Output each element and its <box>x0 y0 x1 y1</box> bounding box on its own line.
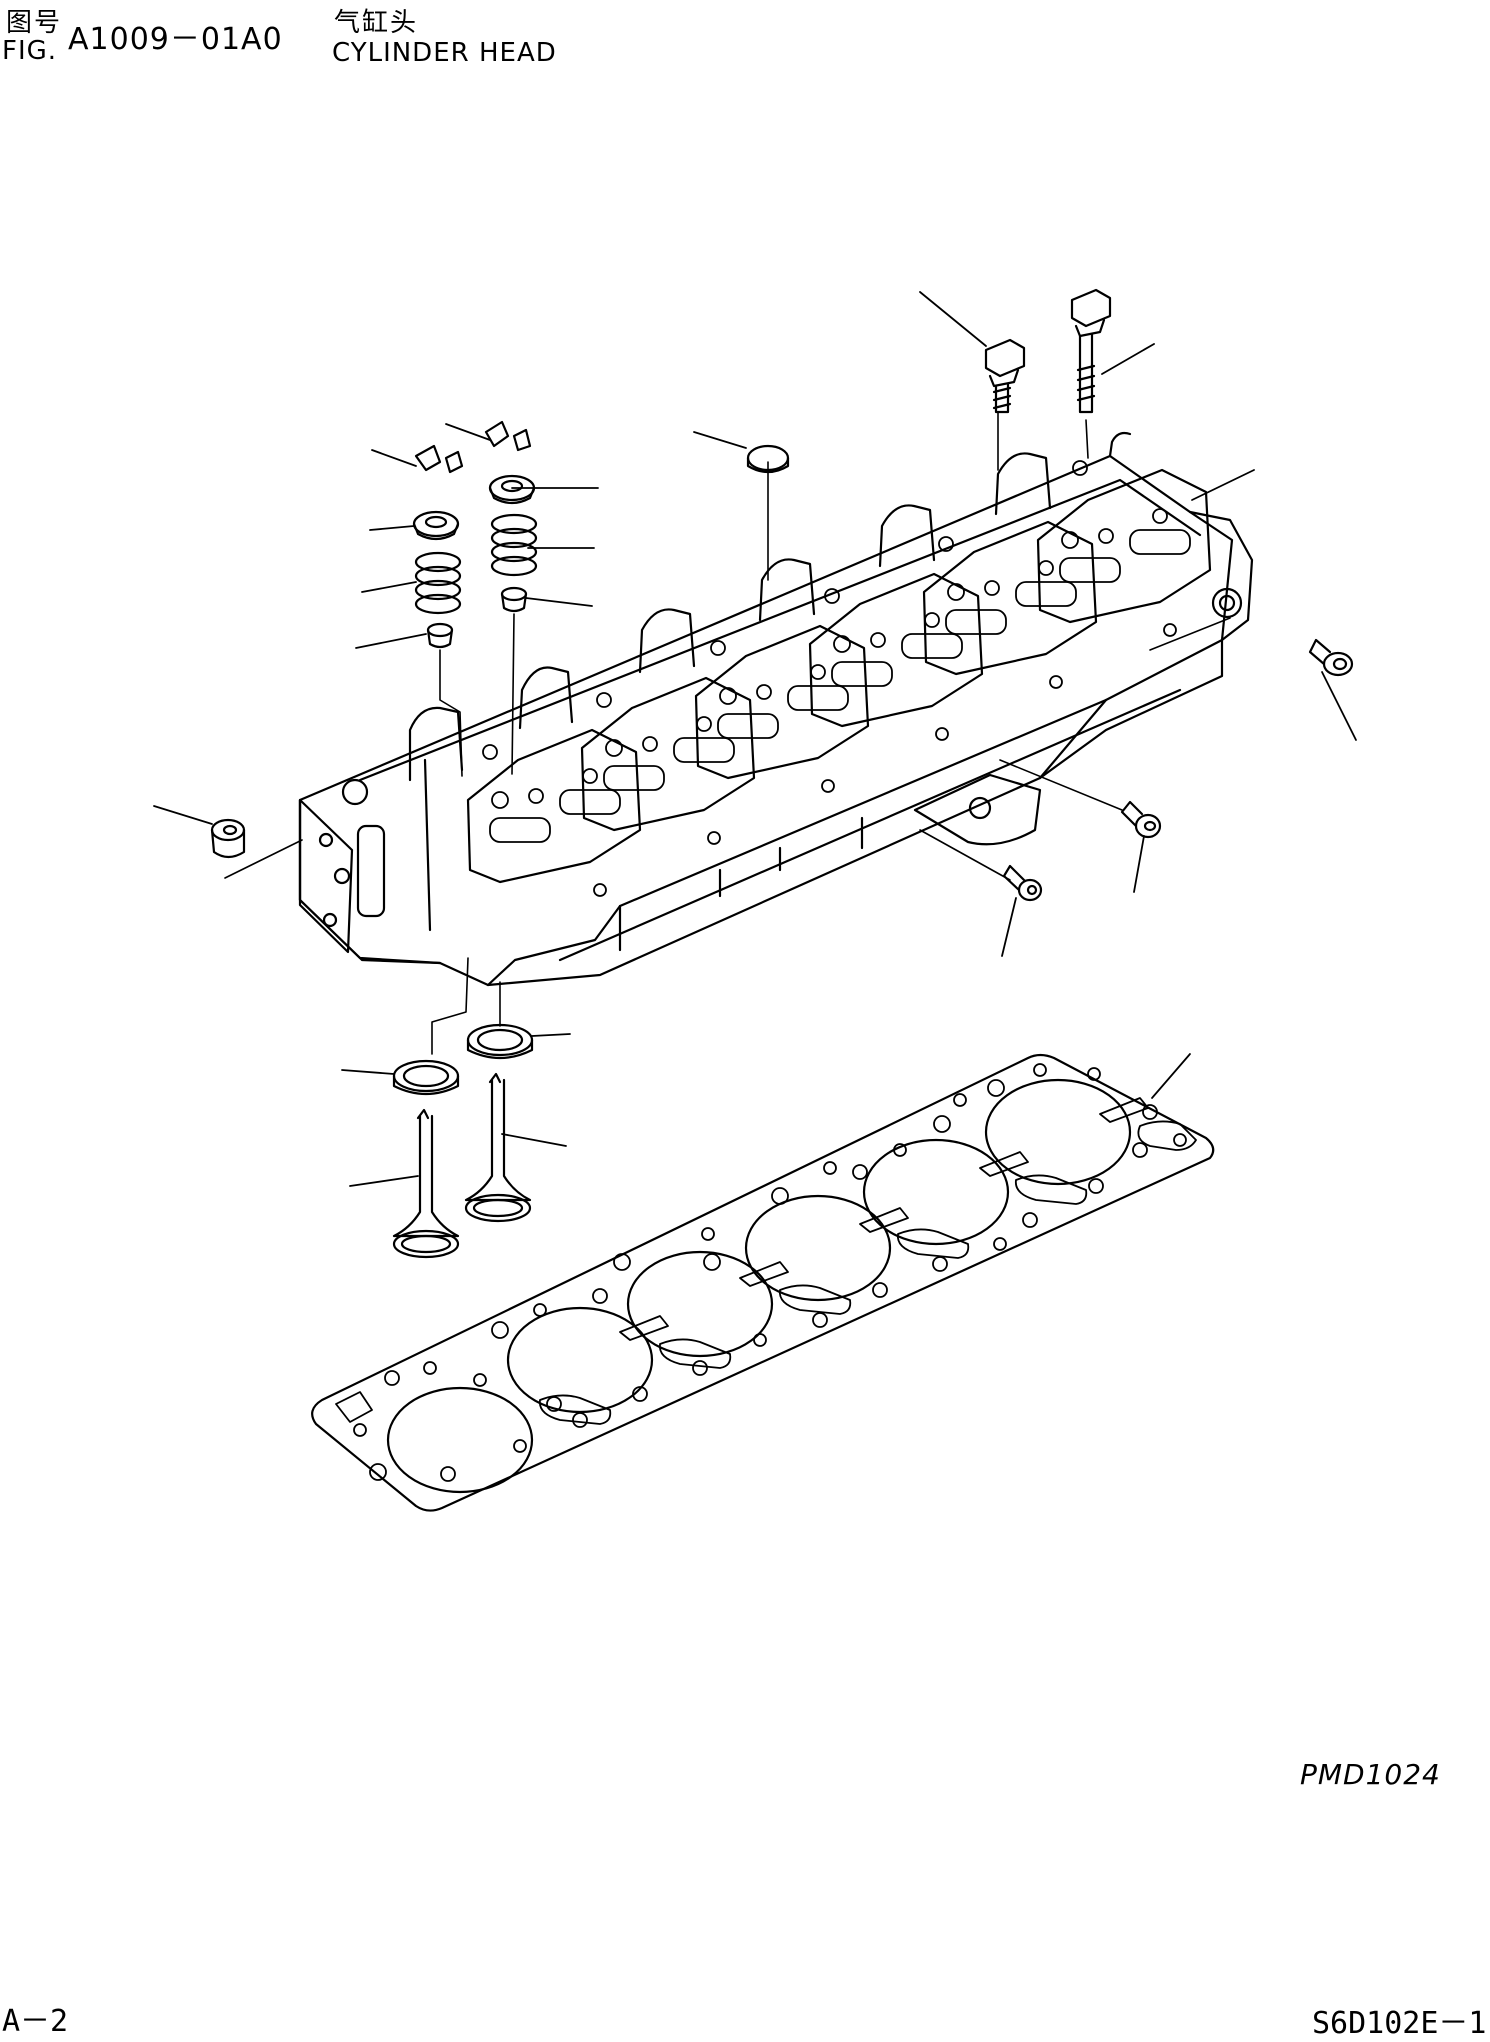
dowel-ring <box>748 446 788 472</box>
cylinder-head-bolts <box>986 290 1110 412</box>
title-cn: 气缸头 <box>334 8 419 38</box>
valve-seat-inserts <box>394 1025 532 1094</box>
title-en: CYLINDER HEAD <box>332 38 557 68</box>
valve-chambers <box>468 461 1210 896</box>
valve-cotters <box>416 422 530 472</box>
cylinder-head-gasket <box>312 1055 1213 1511</box>
assembly-guide-lines <box>225 412 1230 1054</box>
valve-stem-seals <box>428 588 526 647</box>
expansion-plugs <box>212 640 1352 900</box>
fig-number: A1009－01A0 <box>68 22 283 57</box>
fig-label-cn: 图号 <box>6 8 63 38</box>
cylinder-head-block <box>300 433 1252 985</box>
valve-springs <box>416 515 536 613</box>
callout-leader-lines <box>154 292 1356 1186</box>
intake-exhaust-valves <box>394 1074 530 1257</box>
drawing-code: PMD1024 <box>1300 1758 1441 1791</box>
fig-label-en: FIG. <box>2 36 58 66</box>
page-number: A－2 <box>2 2004 69 2039</box>
model-code: S6D102E－1 <box>1312 2006 1487 2041</box>
valve-spring-retainers <box>414 476 534 539</box>
